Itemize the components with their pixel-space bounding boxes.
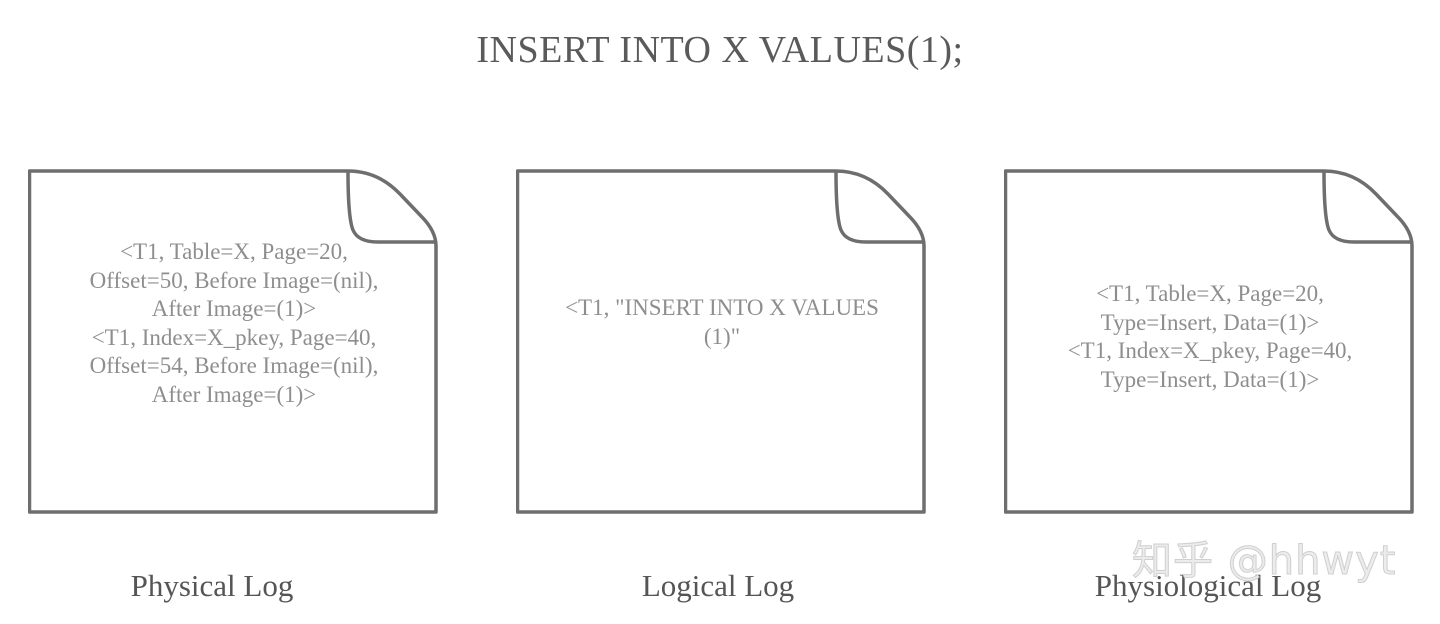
page-title: INSERT INTO X VALUES(1); — [476, 29, 964, 71]
document-icon — [28, 169, 438, 514]
logical-log-text: <T1, "INSERT INTO X VALUES (1)" — [530, 294, 914, 351]
logical-log-document: <T1, "INSERT INTO X VALUES (1)" — [516, 168, 928, 516]
log-line: After Image=(1)> — [151, 381, 317, 407]
log-line: Offset=54, Before Image=(nil), — [89, 353, 379, 378]
physical-log-document: <T1, Table=X, Page=20, Offset=50, Before… — [28, 168, 440, 516]
log-line: <T1, Table=X, Page=20, — [120, 239, 348, 264]
watermark: 知乎 @hhwyt — [1132, 538, 1397, 585]
document-icon — [1004, 169, 1414, 514]
physiological-log-text: <T1, Table=X, Page=20, Type=Insert, Data… — [1018, 280, 1402, 394]
log-line: After Image=(1)> — [151, 296, 317, 321]
physical-log-caption: Physical Log — [130, 568, 294, 603]
physiological-log-caption: Physiological Log — [1094, 568, 1322, 603]
logical-log-caption: Logical Log — [641, 568, 795, 603]
log-line: <T1, Index=X_pkey, Page=40, — [1067, 338, 1353, 363]
log-line: Type=Insert, Data=(1)> — [1100, 366, 1320, 392]
log-line: Offset=50, Before Image=(nil), — [89, 267, 379, 293]
log-line: <T1, "INSERT INTO X VALUES — [565, 295, 879, 320]
log-line: Type=Insert, Data=(1)> — [1100, 309, 1320, 335]
log-line: <T1, Table=X, Page=20, — [1096, 281, 1324, 306]
physiological-log-document: <T1, Table=X, Page=20, Type=Insert, Data… — [1004, 168, 1416, 516]
physical-log-text: <T1, Table=X, Page=20, Offset=50, Before… — [42, 238, 426, 409]
log-line: <T1, Index=X_pkey, Page=40, — [91, 324, 377, 350]
document-icon — [516, 169, 926, 514]
log-line: (1)" — [703, 323, 741, 349]
